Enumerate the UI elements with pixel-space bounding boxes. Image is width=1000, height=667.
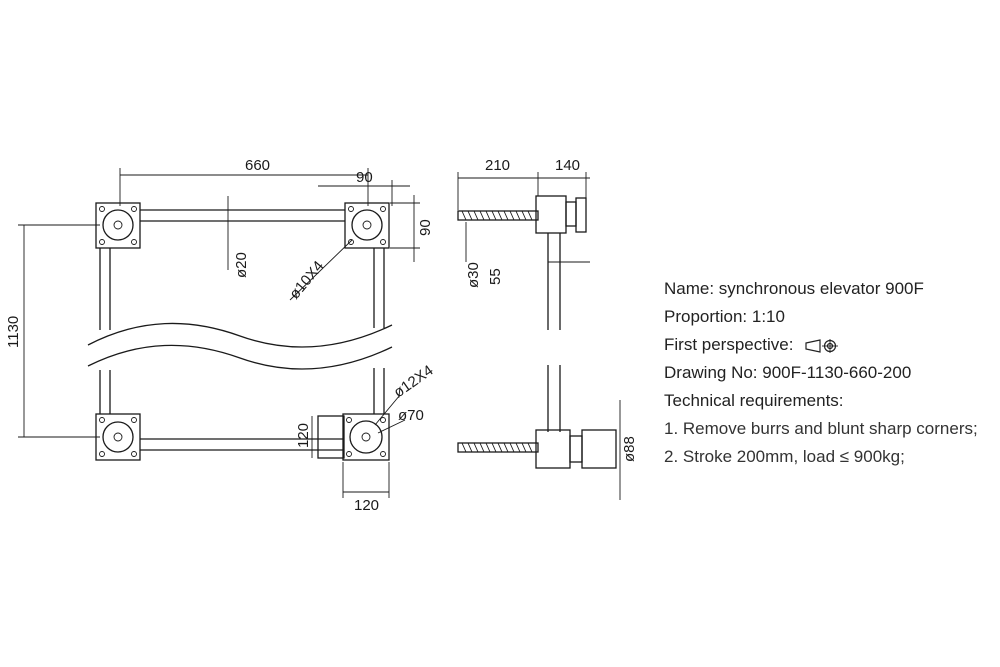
corner-plate-bottom-right [317,413,390,461]
dim-phi70: ø70 [398,407,424,424]
dim-90-top: 90 [356,169,373,186]
side-view-top-unit [457,195,587,330]
drawing-proportion: Proportion: 1:10 [664,307,785,326]
dim-660: 660 [245,157,270,174]
title-block: Name: synchronous elevator 900F Proporti… [664,275,999,471]
dim-120-bottom: 120 [354,497,379,514]
dim-1130: 1130 [5,316,22,348]
corner-plate-bottom-left [95,413,141,461]
first-angle-projection-icon [805,338,839,353]
dim-phi30: ø30 [465,262,482,288]
corner-plate-top-left [95,202,141,249]
requirement-1: 1. Remove burrs and blunt sharp corners; [664,419,978,438]
dim-phi20: ø20 [233,252,250,278]
dim-140: 140 [555,157,580,174]
first-perspective-row: First perspective: [664,331,999,359]
requirement-2: 2. Stroke 200mm, load ≤ 900kg; [664,447,905,466]
drawing-number: Drawing No: 900F-1130-660-200 [664,363,912,382]
frame-tubes [87,209,393,451]
plan-dimensions [18,168,420,498]
dim-55: 55 [487,268,504,285]
first-perspective-label: First perspective: [664,335,794,354]
side-view-dimensions [457,172,621,500]
plan-view: 660 90 90 1130 ø20 ø10X4 ø12X4 ø70 120 1… [5,157,437,514]
side-view-bottom-unit [457,365,617,469]
technical-requirements-heading: Technical requirements: [664,391,844,410]
corner-plate-top-right [344,202,390,249]
dim-phi10x4: ø10X4 [286,258,327,303]
dim-phi12x4: ø12X4 [391,362,437,401]
dim-210: 210 [485,157,510,174]
dim-phi88: ø88 [621,436,638,462]
dim-90-side: 90 [417,219,434,236]
side-view: 210 140 ø30 55 ø88 [457,157,638,500]
drawing-name: Name: synchronous elevator 900F [664,279,924,298]
dim-120-side: 120 [295,423,312,448]
